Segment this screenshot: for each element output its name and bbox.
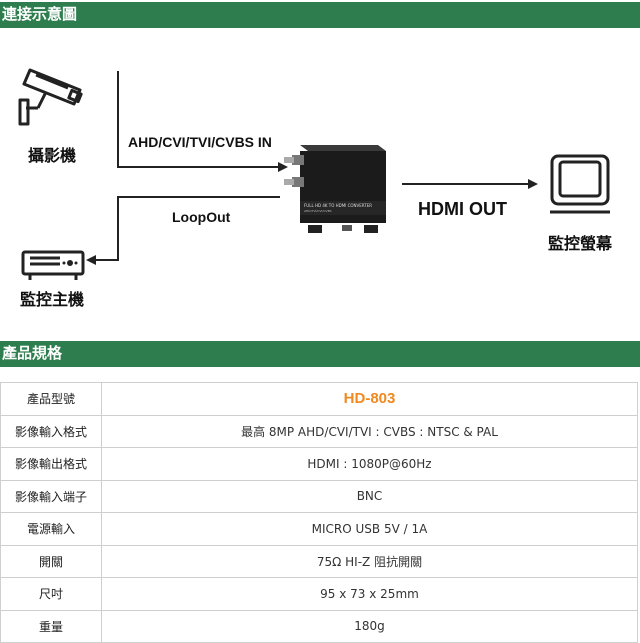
input-line [117, 71, 278, 168]
spec-key: 影像輸出格式 [0, 447, 102, 481]
spec-key: 重量 [0, 609, 102, 643]
loop-arrow-icon [86, 255, 96, 265]
cctv-camera-icon [18, 68, 83, 126]
spec-value: 180g [101, 609, 638, 643]
input-arrow-icon [278, 162, 288, 172]
section-header-connection-diagram: 連接示意圖 [0, 2, 640, 28]
model-number: HD-803 [101, 382, 638, 416]
loopout-label: LoopOut [172, 209, 231, 225]
spec-key: 影像輸入格式 [0, 414, 102, 448]
spec-value: 最高 8MP AHD/CVI/TVI : CVBS : NTSC & PAL [101, 414, 638, 448]
section-title: 產品規格 [2, 345, 63, 362]
spec-key: 產品型號 [0, 382, 102, 416]
camera-label: 攝影機 [28, 148, 77, 165]
loop-line [96, 196, 280, 261]
spec-value: HDMI : 1080P@60Hz [101, 447, 638, 481]
input-signal-label: AHD/CVI/TVI/CVBS IN [128, 134, 272, 150]
connection-diagram: 攝影機 監控主機 AHD/CVI/TVI/CVBS IN LoopOut [0, 28, 640, 341]
device-model-small: AHD/TVI/CVI/CVBS [304, 209, 332, 213]
spec-value: 75Ω HI-Z 阻抗開關 [101, 544, 638, 578]
spec-row: 影像輸入格式最高 8MP AHD/CVI/TVI : CVBS : NTSC &… [0, 414, 638, 448]
spec-value: BNC [101, 479, 638, 513]
converter-device-image [284, 145, 386, 233]
output-arrow-icon [528, 179, 538, 189]
spec-key: 開關 [0, 544, 102, 578]
monitor-label: 監控螢幕 [548, 236, 613, 253]
section-title: 連接示意圖 [2, 6, 78, 23]
spec-value: MICRO USB 5V / 1A [101, 512, 638, 546]
monitor-icon [550, 154, 610, 214]
spec-key: 尺吋 [0, 577, 102, 611]
dvr-label: 監控主機 [20, 292, 85, 309]
dvr-icon [21, 250, 85, 280]
spec-value: 95 x 73 x 25mm [101, 577, 638, 611]
diagram-lines [86, 71, 538, 265]
spec-key: 電源輸入 [0, 512, 102, 546]
hdmi-out-label: HDMI OUT [418, 199, 507, 219]
spec-key: 影像輸入端子 [0, 479, 102, 513]
section-header-specifications: 產品規格 [0, 341, 640, 367]
converter-device: FULL HD 4K TO HDMI CONVERTER AHD/TVI/CVI… [282, 141, 392, 237]
device-face-text: FULL HD 4K TO HDMI CONVERTER [304, 203, 373, 208]
